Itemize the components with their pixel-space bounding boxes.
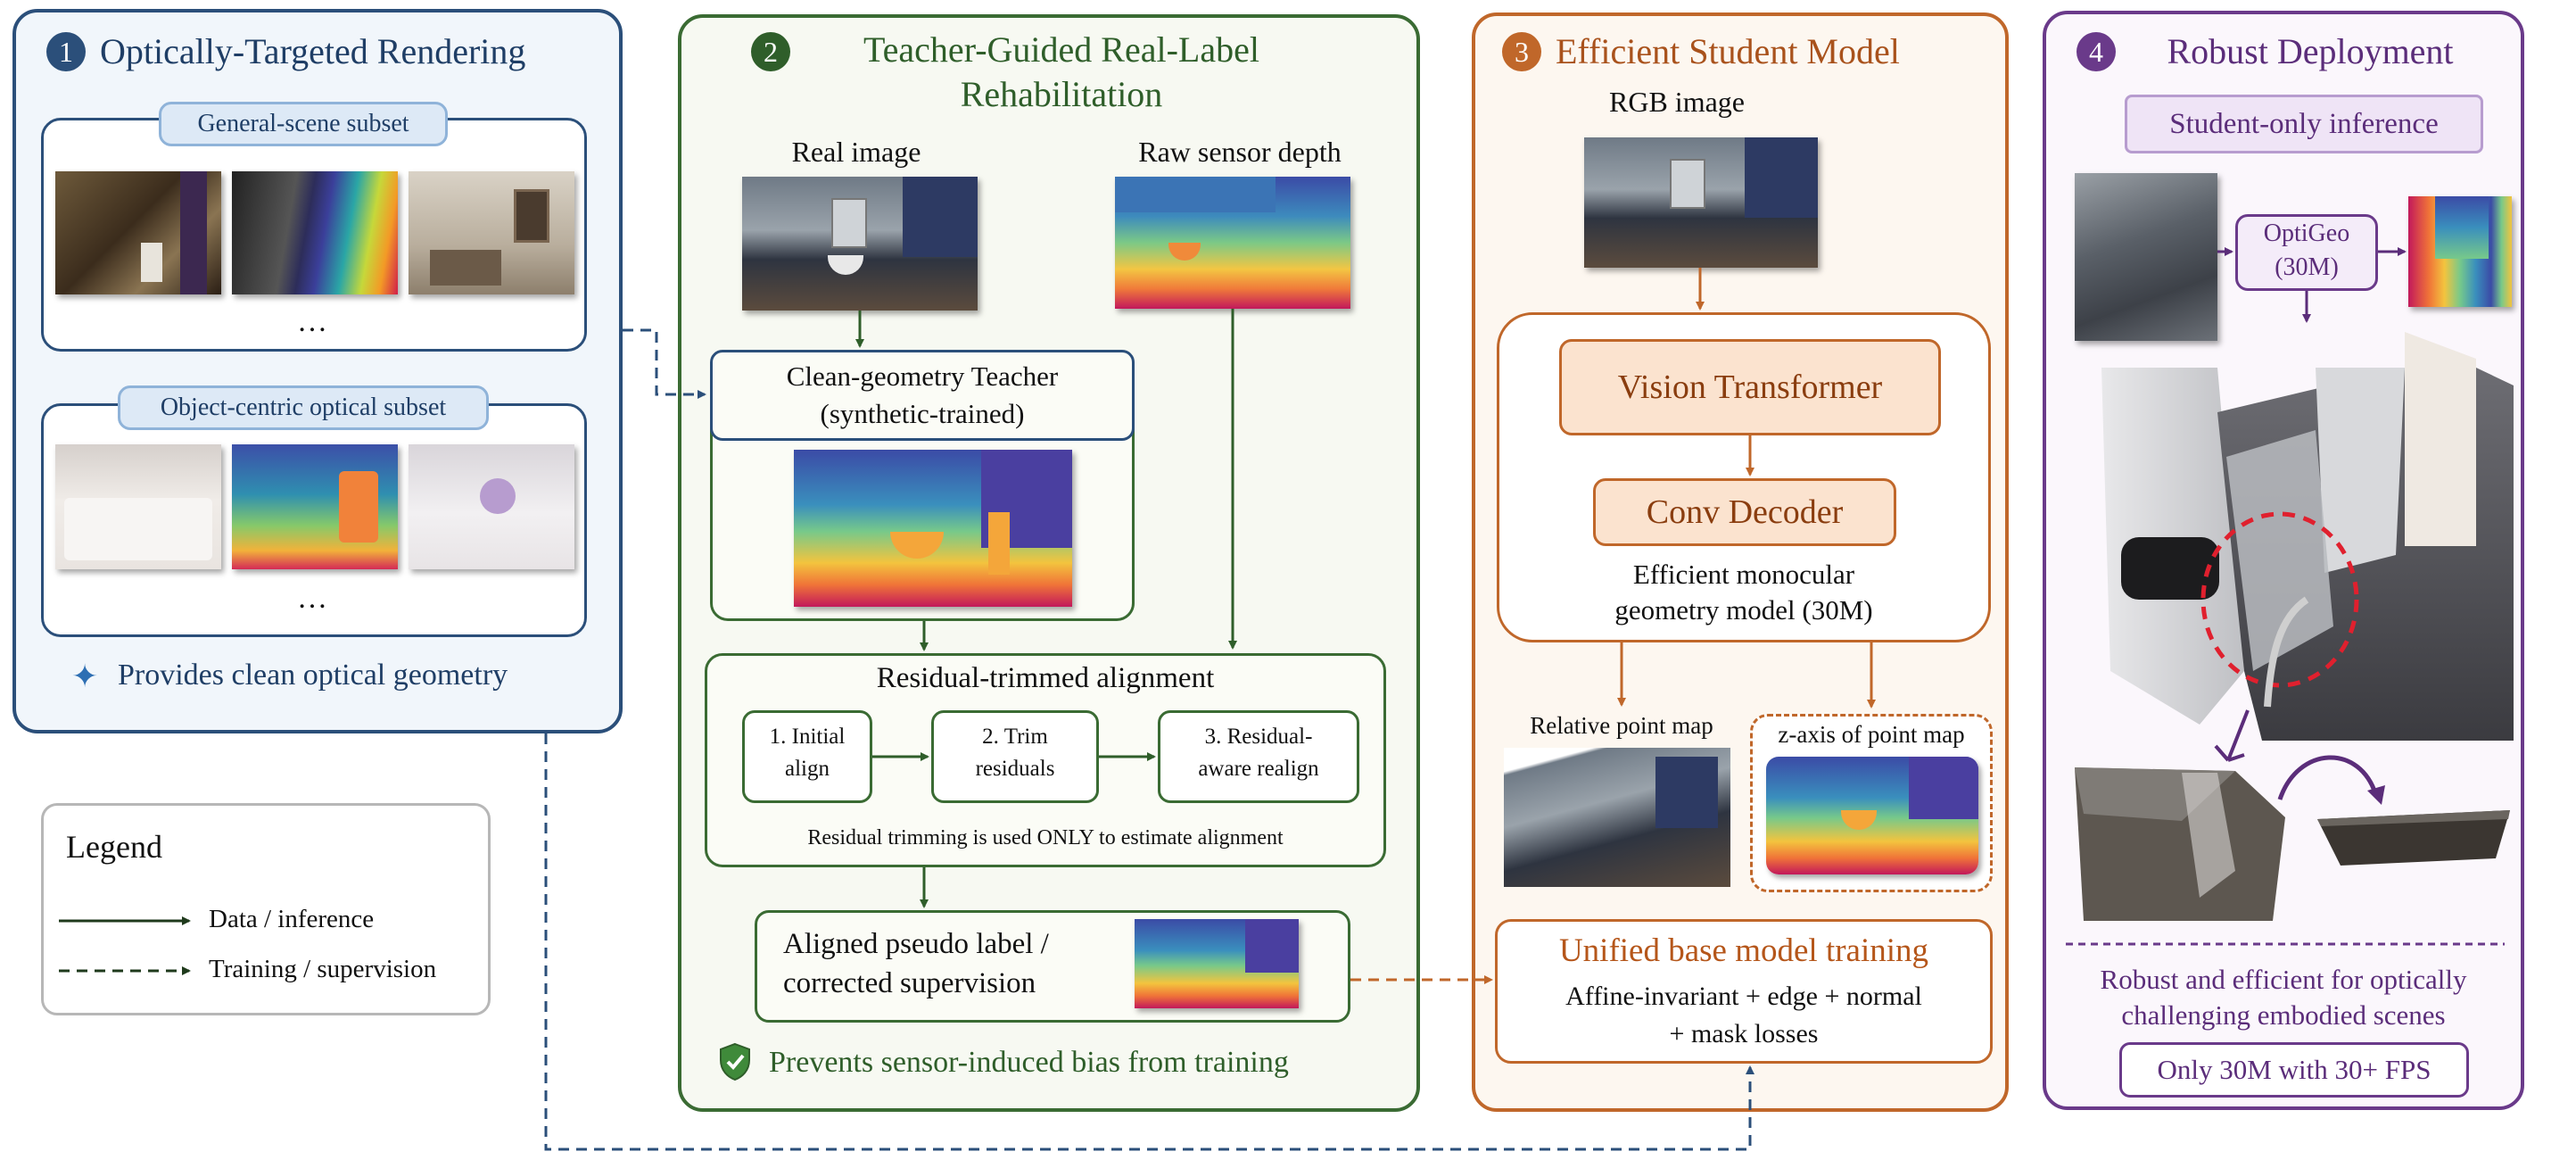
legend-solid-label: Data / inference bbox=[209, 905, 375, 933]
step3-line1: 3. Residual- bbox=[1204, 725, 1313, 749]
pseudo-label-line2: corrected supervision bbox=[783, 967, 1036, 999]
pseudo-label-depth-image bbox=[1135, 919, 1299, 1008]
unified-training-box bbox=[1495, 919, 1993, 1064]
panel1-footer: Provides clean optical geometry bbox=[118, 659, 508, 692]
step-residual-aware-realign bbox=[1158, 710, 1359, 803]
vision-transformer-block: Vision Transformer bbox=[1559, 339, 1941, 435]
step-number-3: 3 bbox=[1502, 32, 1541, 71]
teacher-label-line2: (synthetic-trained) bbox=[820, 398, 1025, 429]
legend-dashed-label: Training / supervision bbox=[209, 955, 437, 983]
student-only-badge: Student-only inference bbox=[2125, 95, 2483, 153]
deployment-input-image bbox=[2075, 173, 2217, 341]
glass-box-reconstruction bbox=[2075, 764, 2285, 921]
legend-box bbox=[41, 803, 491, 1015]
optigeo-line1: OptiGeo bbox=[2263, 220, 2350, 247]
raw-sensor-depth-image bbox=[1115, 177, 1350, 309]
object-centric-depth-image bbox=[232, 444, 398, 569]
rgb-image-label: RGB image bbox=[1609, 86, 1745, 118]
panel2-title-line2: Rehabilitation bbox=[960, 74, 1163, 114]
rgb-image bbox=[1584, 137, 1818, 268]
summary-line2: challenging embodied scenes bbox=[2121, 999, 2446, 1031]
panel4-title: Robust Deployment bbox=[2167, 31, 2454, 71]
step-number-1: 1 bbox=[46, 32, 86, 71]
optigeo-model-box bbox=[2235, 214, 2378, 291]
pseudo-label-line1: Aligned pseudo label / bbox=[783, 928, 1049, 960]
conv-decoder-block: Conv Decoder bbox=[1593, 478, 1896, 546]
deployment-depth-output bbox=[2408, 196, 2512, 307]
object-centric-image-1 bbox=[55, 444, 221, 569]
sparkle-icon: ✦ bbox=[71, 659, 99, 695]
alignment-title: Residual-trimmed alignment bbox=[876, 662, 1215, 694]
step-number-4: 4 bbox=[2076, 32, 2116, 71]
panel2-title-line1: Teacher-Guided Real-Label bbox=[863, 29, 1259, 70]
rotate-view-arrow-icon bbox=[2271, 746, 2387, 808]
glass-box-side-view bbox=[2317, 807, 2510, 867]
shield-icon bbox=[719, 1042, 751, 1081]
performance-stat: Only 30M with 30+ FPS bbox=[2119, 1042, 2469, 1098]
step2-line2: residuals bbox=[975, 757, 1055, 781]
step1-line2: align bbox=[785, 757, 830, 781]
panel1-title: Optically-Targeted Rendering bbox=[100, 31, 526, 71]
optigeo-line2: (30M) bbox=[2275, 253, 2339, 281]
relative-point-map-image bbox=[1504, 748, 1730, 887]
general-scene-subset-label: General-scene subset bbox=[159, 102, 448, 146]
step-initial-align bbox=[742, 710, 872, 803]
teacher-label-line1: Clean-geometry Teacher bbox=[786, 360, 1059, 392]
teacher-header bbox=[710, 350, 1135, 441]
losses-line2: + mask losses bbox=[1669, 1019, 1819, 1048]
step2-line1: 2. Trim bbox=[982, 725, 1048, 749]
general-scene-depth-image bbox=[232, 171, 398, 294]
general-scene-image-1 bbox=[55, 171, 221, 294]
real-image bbox=[742, 177, 978, 311]
panel2-footer: Prevents sensor-induced bias from traini… bbox=[769, 1046, 1289, 1079]
object-centric-subset-label: Object-centric optical subset bbox=[118, 385, 489, 430]
general-scene-image-3 bbox=[409, 171, 574, 294]
step1-line1: 1. Initial bbox=[769, 725, 846, 749]
relative-point-map-label: Relative point map bbox=[1530, 712, 1713, 739]
training-title: Unified base model training bbox=[1558, 932, 1929, 969]
z-axis-label: z-axis of point map bbox=[1778, 721, 1965, 748]
legend-title: Legend bbox=[66, 829, 162, 865]
summary-line1: Robust and efficient for optically bbox=[2100, 964, 2467, 995]
pointcloud-reconstruction bbox=[2101, 332, 2514, 741]
step-trim-residuals bbox=[931, 710, 1099, 803]
object-centric-ellipsis: … bbox=[297, 582, 327, 615]
panel3-title: Efficient Student Model bbox=[1556, 31, 1900, 71]
real-image-label: Real image bbox=[791, 136, 921, 168]
step-number-2: 2 bbox=[751, 32, 790, 71]
z-axis-depth-image bbox=[1766, 757, 1978, 874]
object-centric-image-3 bbox=[409, 444, 574, 569]
alignment-note: Residual trimming is used ONLY to estima… bbox=[807, 826, 1284, 849]
general-scene-ellipsis: … bbox=[297, 305, 327, 338]
teacher-depth-image bbox=[794, 450, 1072, 607]
model-desc-line2: geometry model (30M) bbox=[1614, 594, 1873, 626]
model-desc-line1: Efficient monocular bbox=[1632, 559, 1855, 590]
raw-depth-label: Raw sensor depth bbox=[1138, 136, 1342, 168]
step3-line2: aware realign bbox=[1198, 757, 1319, 781]
losses-line1: Affine-invariant + edge + normal bbox=[1565, 982, 1922, 1011]
